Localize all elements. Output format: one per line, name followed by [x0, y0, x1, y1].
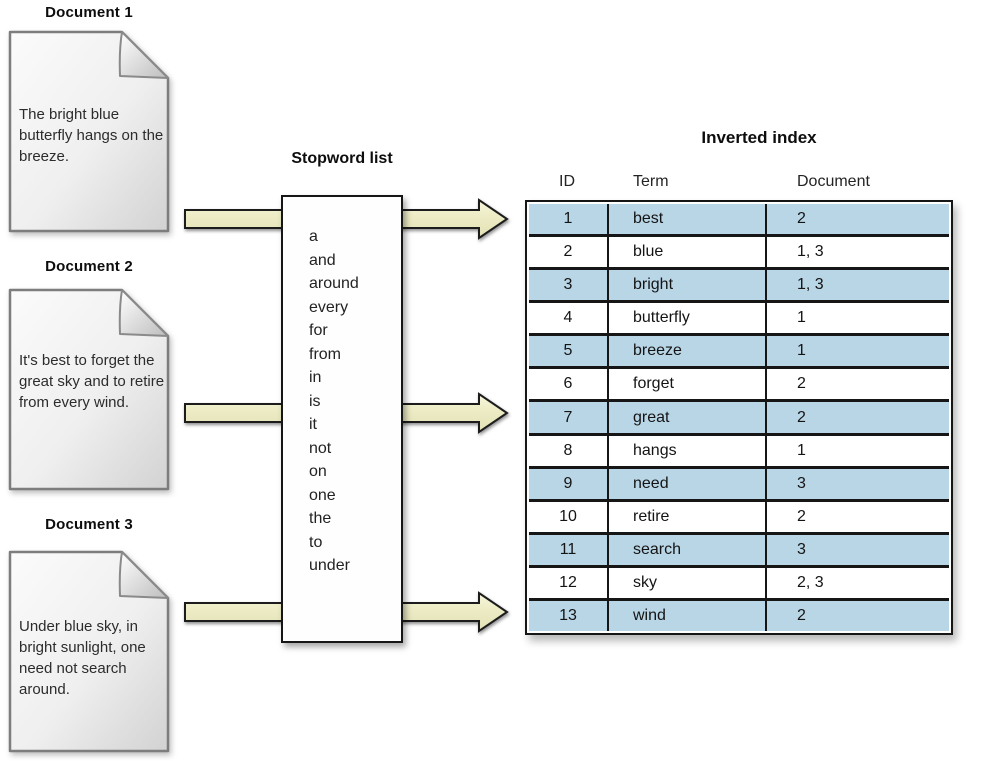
cell-document: 1, 3	[797, 276, 824, 294]
cell-document: 1	[797, 342, 806, 360]
cell-id: 6	[529, 369, 609, 400]
stopword-words: a and around every for from in is it not…	[309, 228, 359, 574]
cell-id: 1	[529, 204, 609, 235]
cell-term: sky	[609, 567, 767, 598]
cell-term: butterfly	[609, 303, 767, 334]
document-1-group: Document 1 The bright blue butterfly han…	[8, 4, 170, 236]
cell-document: 2	[797, 507, 806, 525]
document-1-title: Document 1	[45, 4, 133, 21]
stopword-list-title: Stopword list	[291, 150, 393, 167]
cell-term: search	[609, 534, 767, 565]
cell-term: wind	[609, 600, 767, 632]
cell-id: 7	[529, 402, 609, 433]
cell-id: 12	[529, 567, 609, 598]
cell-document: 2	[797, 375, 806, 393]
document-2-group: Document 2 It's best to forget the great…	[8, 258, 170, 493]
cell-term: retire	[609, 501, 767, 532]
cell-document: 2	[797, 606, 806, 624]
cell-document: 2	[797, 210, 806, 228]
document-3-group: Document 3 Under blue sky, in bright sun…	[8, 516, 170, 754]
cell-document: 2	[797, 408, 806, 426]
cell-id: 10	[529, 501, 609, 532]
cell-term: best	[609, 204, 767, 235]
cell-term: great	[609, 402, 767, 433]
cell-document: 1	[797, 309, 806, 327]
column-header-term: Term	[633, 173, 669, 190]
document-3-text: Under blue sky, in bright sunlight, one …	[19, 618, 146, 698]
column-header-id: ID	[559, 173, 575, 190]
document-1-page-icon	[8, 30, 170, 233]
cell-term: bright	[609, 270, 767, 301]
cell-document: 3	[797, 540, 806, 558]
cell-term: hangs	[609, 435, 767, 466]
cell-document: 1	[797, 441, 806, 459]
document-1-text: The bright blue butterfly hangs on the b…	[19, 106, 164, 165]
cell-id: 5	[529, 336, 609, 367]
column-header-document: Document	[797, 173, 870, 190]
cell-document: 3	[797, 474, 806, 492]
cell-id: 8	[529, 435, 609, 466]
document-2-title: Document 2	[45, 258, 133, 275]
cell-document: 1, 3	[797, 243, 824, 261]
document-3-title: Document 3	[45, 516, 133, 533]
cell-id: 11	[529, 534, 609, 565]
cell-id: 2	[529, 237, 609, 268]
document-3-page-icon	[8, 550, 170, 753]
cell-id: 13	[529, 600, 609, 632]
cell-term: blue	[609, 237, 767, 268]
cell-term: forget	[609, 369, 767, 400]
cell-id: 3	[529, 270, 609, 301]
cell-document: 2, 3	[797, 573, 824, 591]
stopword-list-box: a and around every for from in is it not…	[281, 195, 403, 643]
inverted-index-header: ID Term Document	[525, 170, 953, 194]
cell-id: 4	[529, 303, 609, 334]
cell-term: breeze	[609, 336, 767, 367]
document-2-page-icon	[8, 288, 170, 491]
cell-term: need	[609, 468, 767, 499]
cell-id: 9	[529, 468, 609, 499]
inverted-index-title: Inverted index	[701, 128, 817, 147]
document-2-text: It's best to forget the great sky and to…	[19, 352, 165, 411]
